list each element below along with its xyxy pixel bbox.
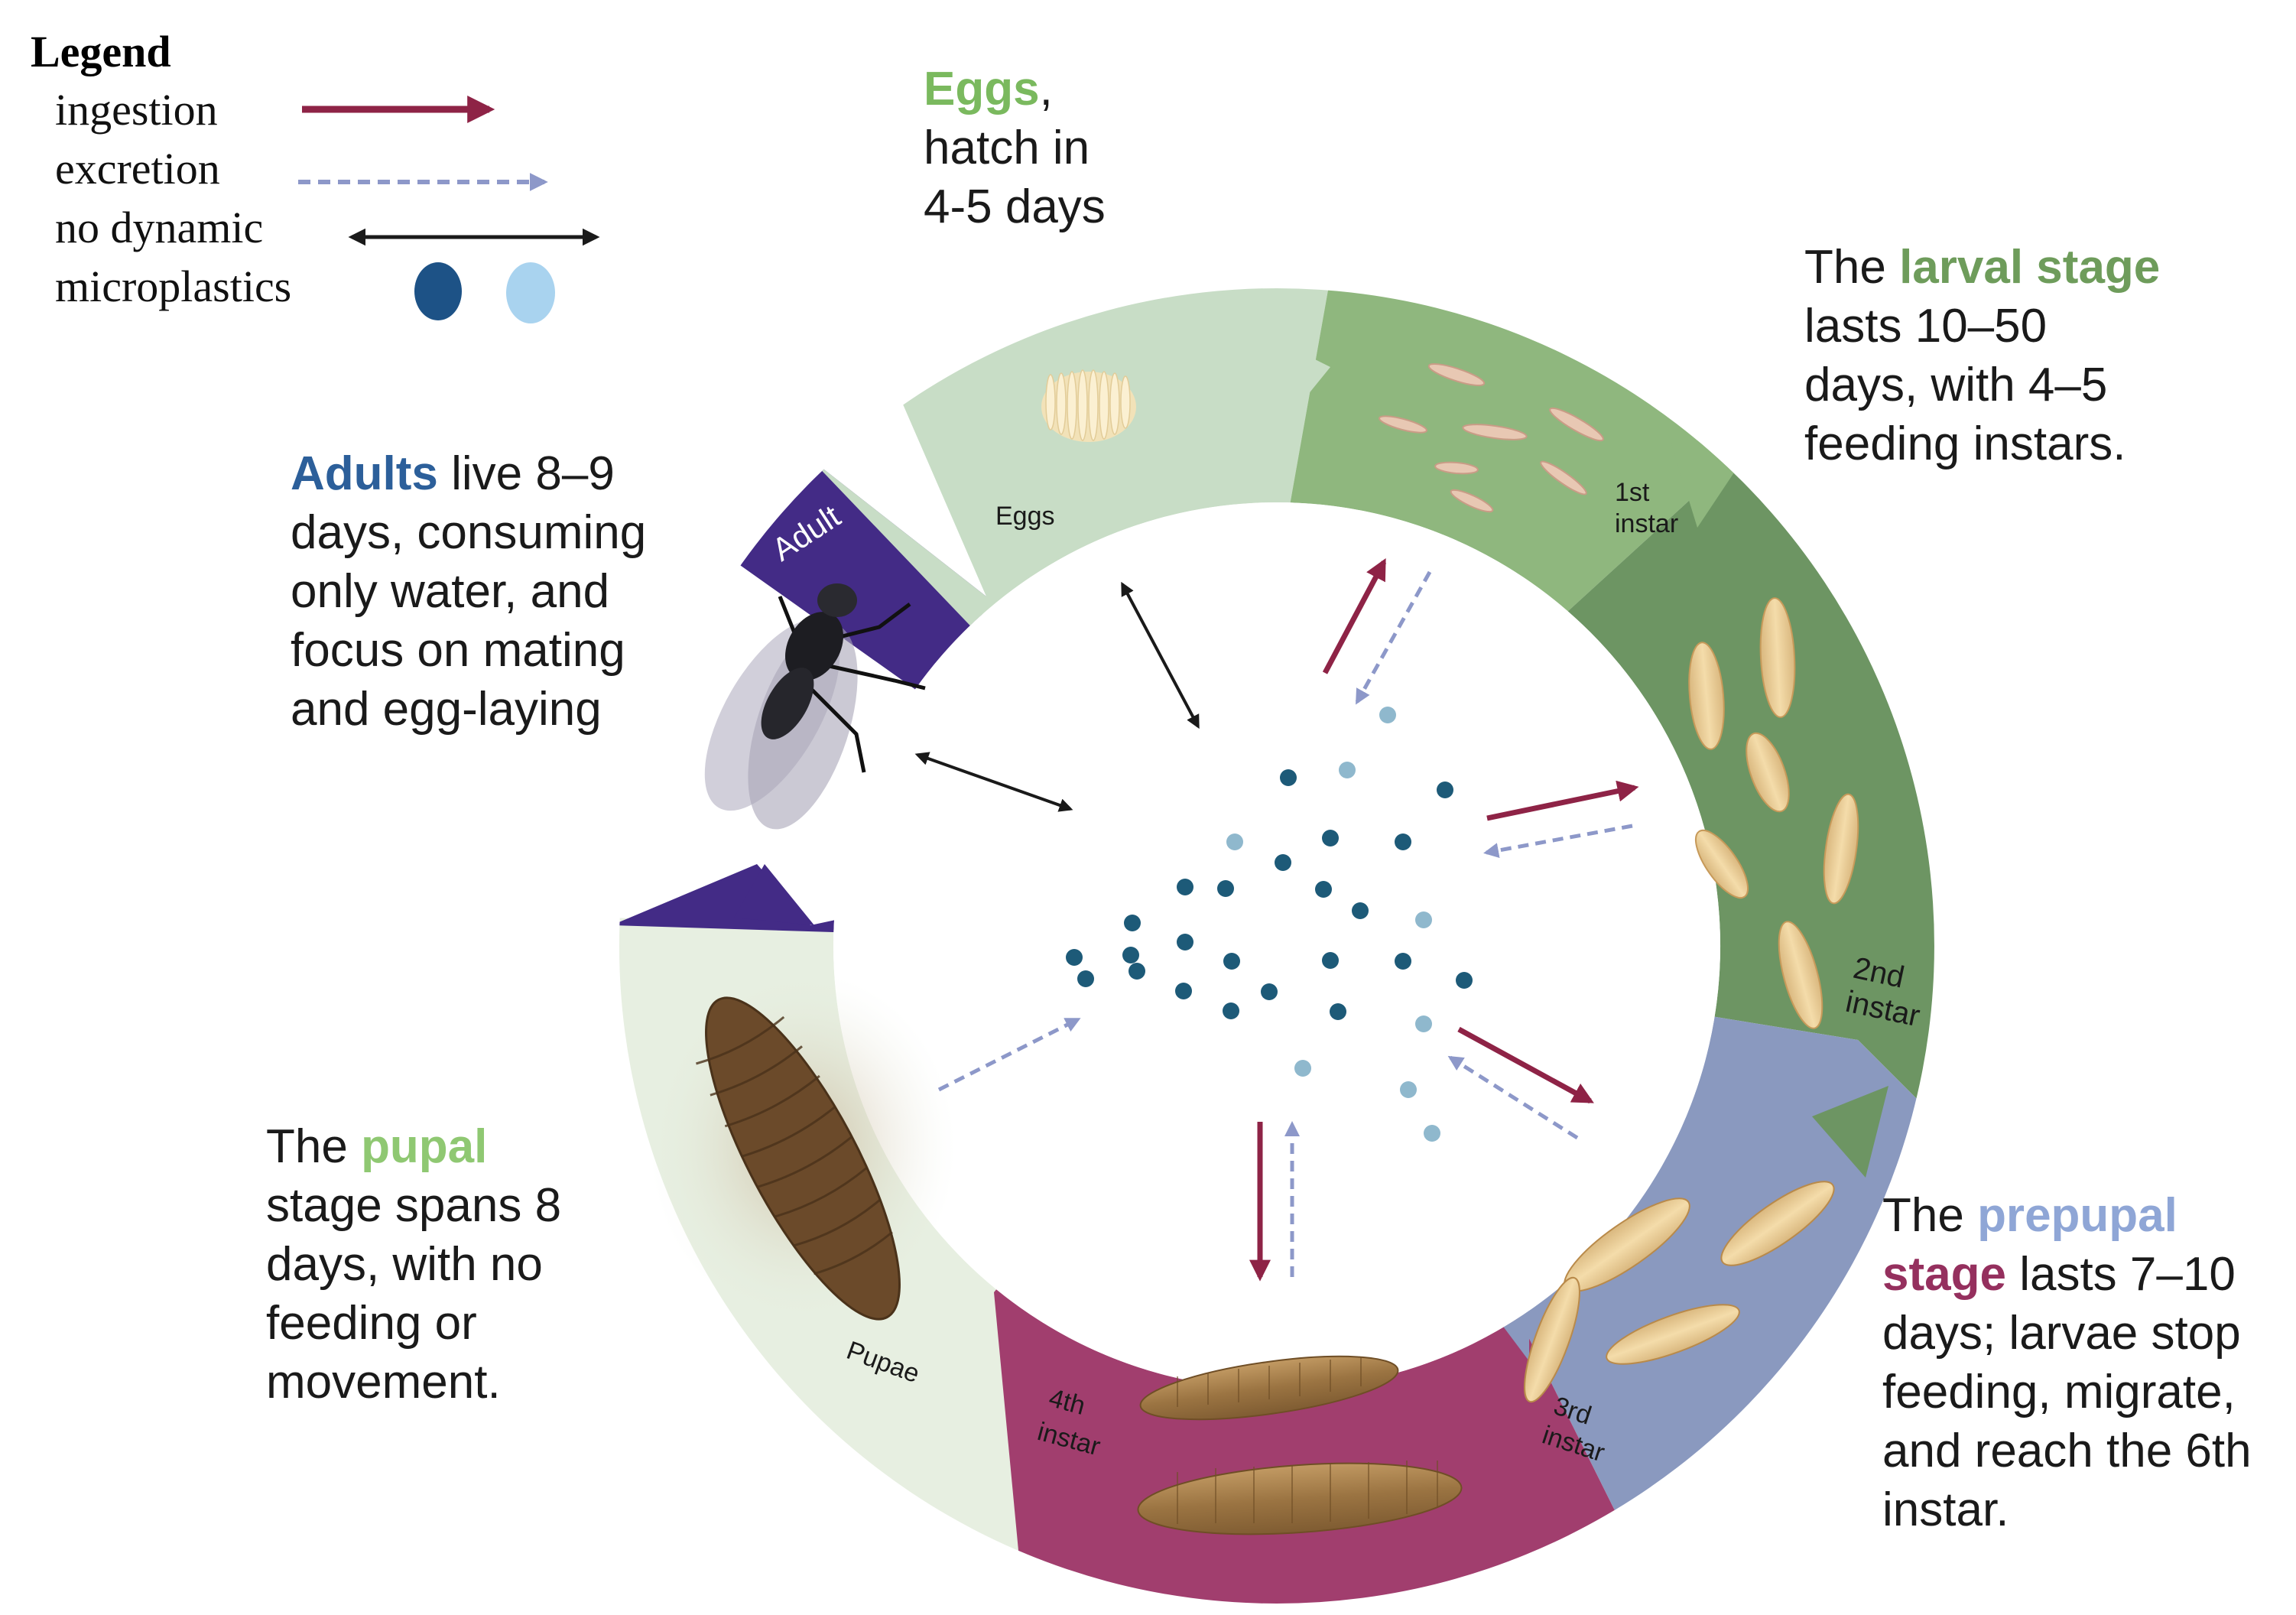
prepupal-annotation-highlight2: stage (1882, 1248, 2006, 1301)
eggs-annotation-line2: hatch in (924, 122, 1090, 174)
larval-annotation-highlight: larval stage (1899, 241, 2160, 294)
pupal-annotation-line1: The pupal (266, 1120, 487, 1173)
legend-title: Legend (31, 27, 171, 76)
no-dynamic-arrows (914, 581, 1200, 812)
excretion-arrows (937, 570, 1633, 1277)
pupal-annotation-line2: stage spans 8 (266, 1179, 561, 1232)
adults-annotation-line1: Adults live 8–9 (291, 447, 615, 500)
ring-label-instar1-b: instar (1615, 509, 1678, 538)
prepupal-annotation-highlight1: prepupal (1977, 1189, 2177, 1242)
ring-label-eggs: Eggs (995, 502, 1055, 531)
larval-annotation-line1: The larval stage (1804, 241, 2160, 294)
pupal-annotation-prefix: The (266, 1120, 361, 1173)
annotations: Eggs, hatch in 4-5 days The larval stage… (266, 63, 2252, 1536)
legend-ingestion-label: ingestion (55, 85, 218, 135)
prepupal-annotation-line4: feeding, migrate, (1882, 1366, 2236, 1418)
instar3-larvae-illustration (1524, 1181, 1835, 1403)
inner-disk (833, 502, 1720, 1389)
instar2-larvae-illustration (1688, 597, 1859, 1029)
pupal-annotation-line5: movement. (266, 1356, 501, 1409)
eggs-annotation-line1: Eggs, (924, 63, 1053, 115)
larval-annotation-line2: lasts 10–50 (1804, 300, 2047, 353)
ring-label-instar1-a: 1st (1615, 478, 1650, 507)
adult-fly-illustration (704, 583, 926, 830)
pupa-illustration (650, 971, 956, 1323)
instar1-larvae-illustration (1379, 363, 1604, 513)
ingestion-arrows (1249, 558, 1639, 1282)
legend-microplastics-label: microplastics (55, 262, 291, 311)
prepupal-annotation-line2: stage lasts 7–10 (1882, 1248, 2236, 1301)
egg-cluster-illustration (1041, 369, 1136, 442)
microplastic-dots (1066, 707, 1473, 1142)
eggs-annotation-comma: , (1040, 63, 1053, 115)
adults-annotation-rest: live 8–9 (438, 447, 615, 500)
prepupal-annotation-line6: instar. (1882, 1483, 2009, 1536)
adults-annotation-line4: focus on mating (291, 624, 625, 677)
pupal-annotation-line4: feeding or (266, 1297, 477, 1350)
pupal-annotation-highlight: pupal (361, 1120, 487, 1173)
eggs-annotation-line3: 4-5 days (924, 180, 1106, 233)
prepupal-annotation-line3: days; larvae stop (1882, 1307, 2241, 1360)
pupal-annotation-line3: days, with no (266, 1238, 543, 1291)
adults-annotation-line5: and egg-laying (291, 683, 602, 736)
larval-annotation-line4: feeding instars. (1804, 418, 2126, 470)
legend-mp-dark (414, 262, 462, 320)
legend-mp-light (506, 262, 555, 323)
legend-excretion-label: excretion (55, 144, 220, 193)
adults-annotation-highlight: Adults (291, 447, 438, 500)
eggs-annotation-highlight: Eggs (924, 63, 1040, 115)
adults-annotation-line2: days, consuming (291, 506, 646, 559)
prepupal-annotation-rest2: lasts 7–10 (2006, 1248, 2236, 1301)
legend: Legend ingestion excretion no dynamic mi… (31, 27, 600, 323)
legend-no-dynamic-label: no dynamic (55, 203, 263, 252)
larval-annotation-line3: days, with 4–5 (1804, 359, 2107, 411)
prepupal-annotation-line1: The prepupal (1882, 1189, 2177, 1242)
prepupal-annotation-prefix: The (1882, 1189, 1977, 1242)
adults-annotation-line3: only water, and (291, 565, 609, 618)
larval-annotation-prefix: The (1804, 241, 1899, 294)
prepupal-annotation-line5: and reach the 6th (1882, 1425, 2252, 1477)
